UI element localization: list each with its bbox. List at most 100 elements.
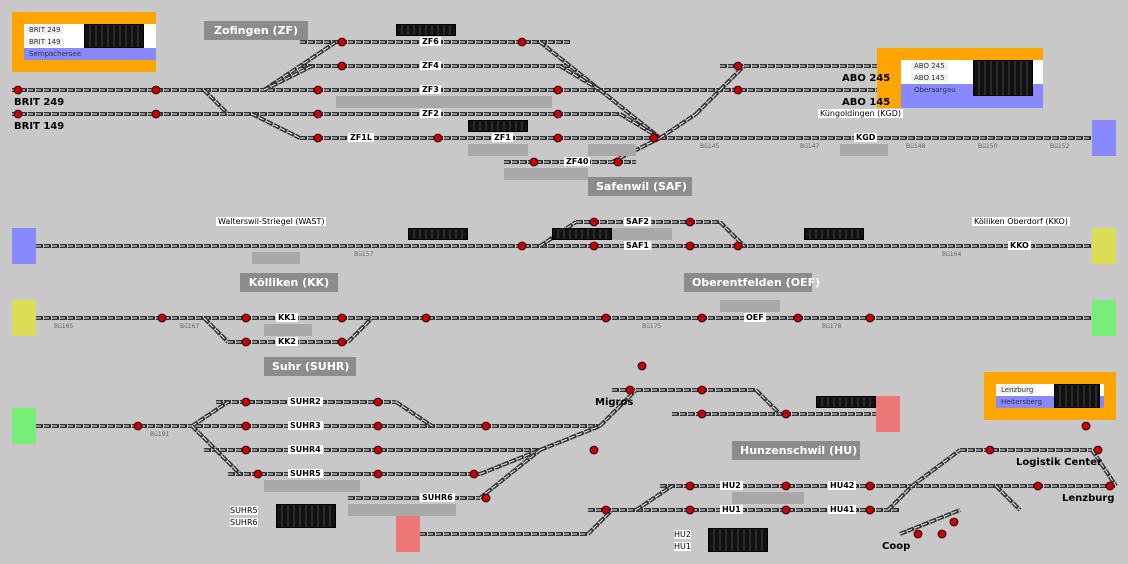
- track-suhr2[interactable]: SUHR2: [288, 397, 323, 406]
- signal-lamp[interactable]: [241, 337, 251, 347]
- track-zf2[interactable]: ZF2: [420, 109, 441, 118]
- track-saf1[interactable]: SAF1: [624, 241, 651, 250]
- endcap-blue: [12, 228, 36, 264]
- endcap-blue: [1092, 120, 1116, 156]
- display-block: [708, 528, 768, 552]
- track-zf1[interactable]: ZF1: [492, 133, 513, 142]
- signal-lamp[interactable]: [553, 133, 563, 143]
- signal-lamp[interactable]: [937, 529, 947, 539]
- signal-lamp[interactable]: [697, 409, 707, 419]
- signal-lamp[interactable]: [949, 517, 959, 527]
- signal-lamp[interactable]: [337, 61, 347, 71]
- signal-lamp[interactable]: [517, 241, 527, 251]
- signal-lamp[interactable]: [241, 397, 251, 407]
- signal-lamp[interactable]: [613, 157, 623, 167]
- signal-lamp[interactable]: [733, 241, 743, 251]
- signal-lamp[interactable]: [337, 37, 347, 47]
- signal-lamp[interactable]: [1033, 481, 1043, 491]
- track-hu2[interactable]: HU2: [720, 481, 743, 490]
- signal-lamp[interactable]: [637, 361, 647, 371]
- signal-lamp[interactable]: [733, 85, 743, 95]
- signal-lamp[interactable]: [685, 481, 695, 491]
- signal-lamp[interactable]: [433, 133, 443, 143]
- signal-lamp[interactable]: [553, 109, 563, 119]
- signal-lamp[interactable]: [253, 469, 263, 479]
- signal-lamp[interactable]: [313, 85, 323, 95]
- signal-lamp[interactable]: [469, 469, 479, 479]
- track-zf40[interactable]: ZF40: [564, 157, 591, 166]
- track-oef[interactable]: OEF: [744, 313, 766, 322]
- signal-lamp[interactable]: [1105, 481, 1115, 491]
- signal-lamp[interactable]: [697, 385, 707, 395]
- signal-lamp[interactable]: [313, 133, 323, 143]
- display-block: [276, 504, 336, 528]
- signal-lamp[interactable]: [589, 217, 599, 227]
- track-hu41[interactable]: HU41: [828, 505, 857, 514]
- signal-lamp[interactable]: [313, 109, 323, 119]
- signal-lamp[interactable]: [649, 133, 659, 143]
- track-hu1[interactable]: HU1: [720, 505, 743, 514]
- signal-lamp[interactable]: [151, 85, 161, 95]
- block-label: Bü157: [354, 251, 374, 258]
- signal-lamp[interactable]: [241, 313, 251, 323]
- signal-lamp[interactable]: [373, 469, 383, 479]
- track-segment[interactable]: [558, 64, 602, 92]
- signal-lamp[interactable]: [625, 385, 635, 395]
- signal-lamp[interactable]: [151, 109, 161, 119]
- track-zf4[interactable]: ZF4: [420, 61, 441, 70]
- track-suhr5[interactable]: SUHR5: [288, 469, 323, 478]
- signal-lamp[interactable]: [781, 409, 791, 419]
- track-center-line: [263, 41, 337, 91]
- signal-lamp[interactable]: [337, 313, 347, 323]
- track-kk1[interactable]: KK1: [276, 313, 298, 322]
- track-zf3[interactable]: ZF3: [420, 85, 441, 94]
- signal-lamp[interactable]: [589, 445, 599, 455]
- signal-lamp[interactable]: [781, 481, 791, 491]
- signal-lamp[interactable]: [865, 481, 875, 491]
- signal-lamp[interactable]: [589, 241, 599, 251]
- track-kko[interactable]: KKO: [1008, 241, 1031, 250]
- signal-lamp[interactable]: [157, 313, 167, 323]
- signal-lamp[interactable]: [13, 109, 23, 119]
- signal-lamp[interactable]: [865, 505, 875, 515]
- track-kk2[interactable]: KK2: [276, 337, 298, 346]
- signal-lamp[interactable]: [553, 85, 563, 95]
- track-saf2[interactable]: SAF2: [624, 217, 651, 226]
- track-zf1l[interactable]: ZF1L: [348, 133, 374, 142]
- signal-lamp[interactable]: [865, 313, 875, 323]
- signal-lamp[interactable]: [601, 505, 611, 515]
- signal-lamp[interactable]: [337, 337, 347, 347]
- track-zf6[interactable]: ZF6: [420, 37, 441, 46]
- signal-lamp[interactable]: [13, 85, 23, 95]
- signal-lamp[interactable]: [733, 61, 743, 71]
- signal-lamp[interactable]: [529, 157, 539, 167]
- signal-lamp[interactable]: [793, 313, 803, 323]
- signal-lamp[interactable]: [241, 421, 251, 431]
- track-suhr6[interactable]: SUHR6: [420, 493, 455, 502]
- signal-lamp[interactable]: [421, 313, 431, 323]
- endcap-yellow: [1092, 228, 1116, 264]
- signal-lamp[interactable]: [517, 37, 527, 47]
- signal-lamp[interactable]: [373, 421, 383, 431]
- track-suhr4[interactable]: SUHR4: [288, 445, 323, 454]
- signal-lamp[interactable]: [373, 397, 383, 407]
- signal-lamp[interactable]: [373, 445, 383, 455]
- signal-lamp[interactable]: [781, 505, 791, 515]
- signal-lamp[interactable]: [685, 217, 695, 227]
- signal-lamp[interactable]: [697, 313, 707, 323]
- signal-lamp[interactable]: [481, 421, 491, 431]
- signal-lamp[interactable]: [133, 421, 143, 431]
- track-center-line: [263, 65, 313, 91]
- signal-lamp[interactable]: [481, 493, 491, 503]
- signal-lamp[interactable]: [1093, 445, 1103, 455]
- track-kgd[interactable]: KGD: [854, 133, 878, 142]
- signal-lamp[interactable]: [601, 313, 611, 323]
- signal-lamp[interactable]: [1081, 421, 1091, 431]
- track-hu42[interactable]: HU42: [828, 481, 857, 490]
- signal-lamp[interactable]: [241, 445, 251, 455]
- signal-lamp[interactable]: [985, 445, 995, 455]
- track-suhr3[interactable]: SUHR3: [288, 421, 323, 430]
- signal-lamp[interactable]: [685, 505, 695, 515]
- signal-lamp[interactable]: [913, 529, 923, 539]
- signal-lamp[interactable]: [685, 241, 695, 251]
